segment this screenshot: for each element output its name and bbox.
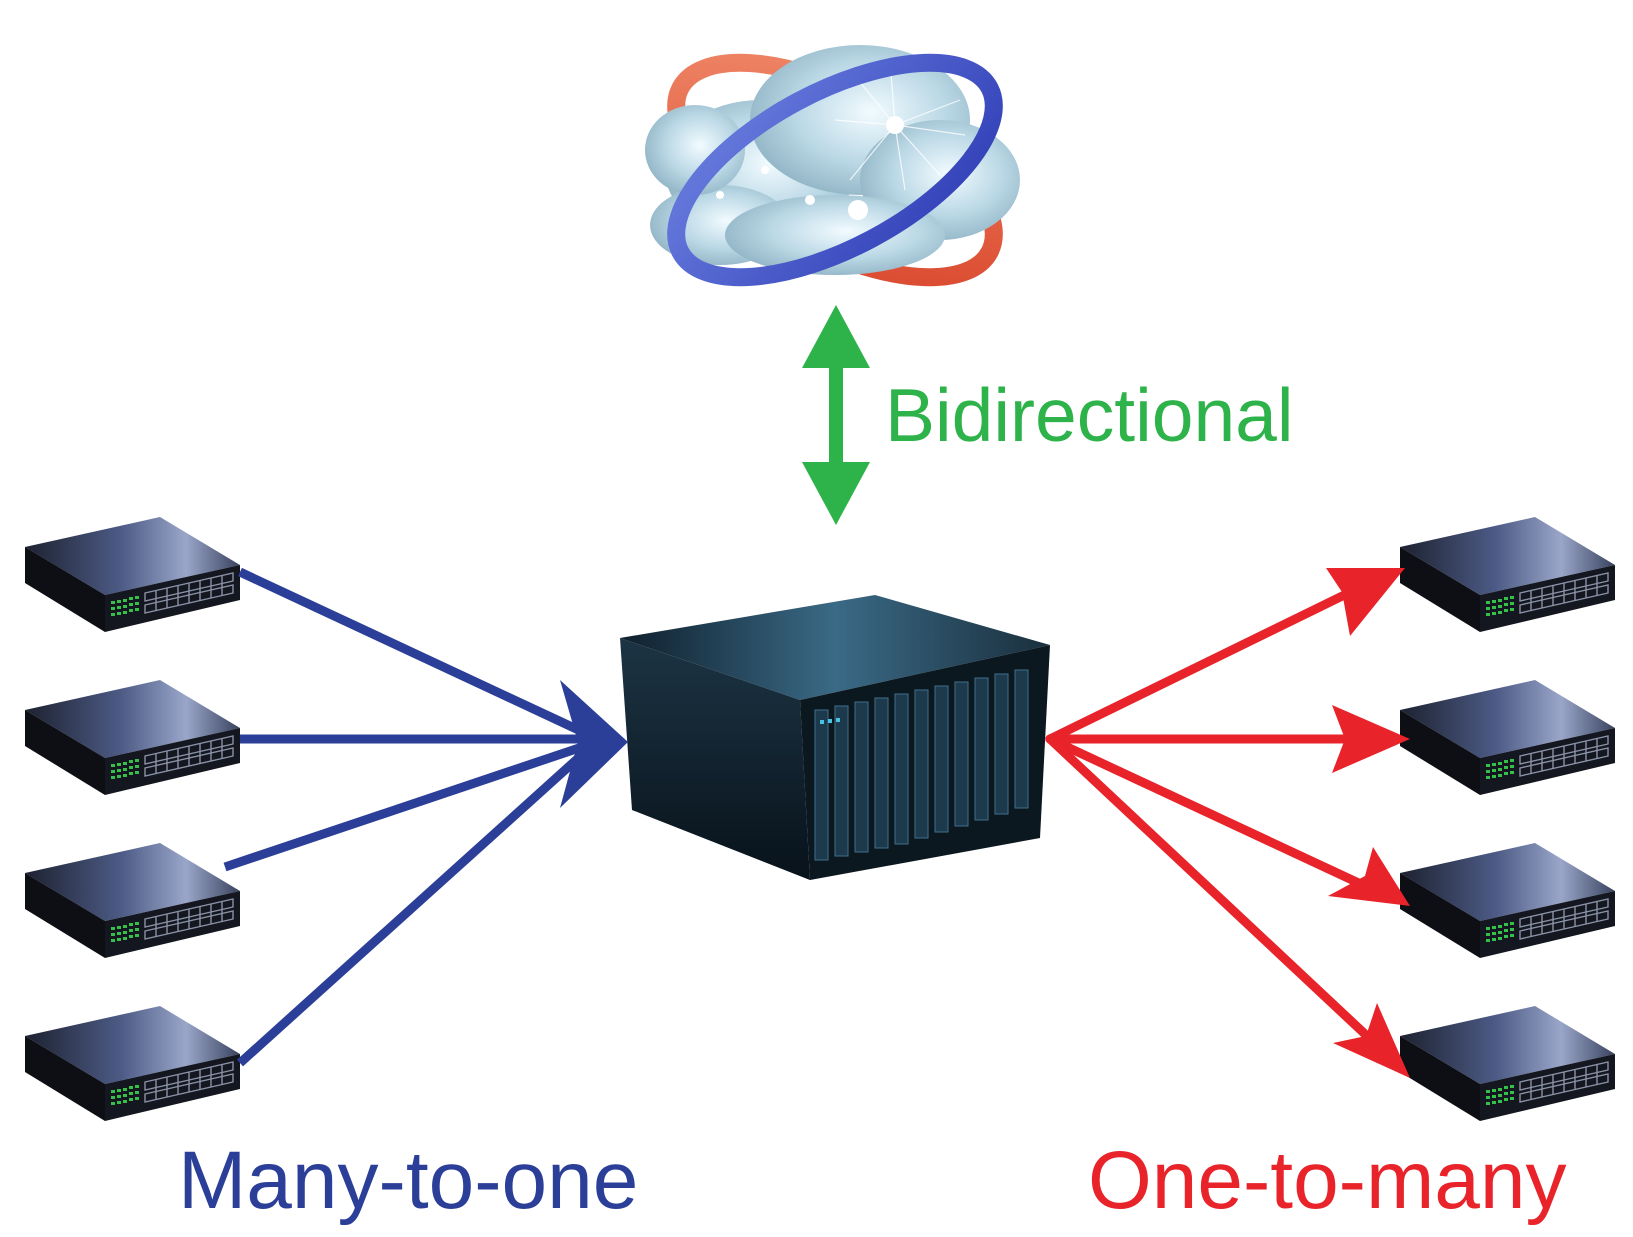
network-switch-icon	[1400, 1006, 1615, 1121]
network-switch-icon	[25, 843, 240, 958]
bidirectional-label: Bidirectional	[885, 373, 1294, 457]
many-to-one-label: Many-to-one	[178, 1135, 639, 1226]
network-switch-icon	[1400, 517, 1615, 632]
many-to-one-arrowhead	[560, 680, 628, 808]
server-icon	[620, 595, 1050, 880]
bidirectional-arrow	[802, 305, 870, 525]
many-to-one-arrows	[223, 567, 589, 1067]
network-switch-icon	[25, 680, 240, 795]
network-switch-icon	[1400, 843, 1615, 958]
one-to-many-arrows	[1045, 575, 1387, 1055]
network-switch-icon	[25, 517, 240, 632]
cloud-icon	[645, 45, 1020, 287]
one-to-many-label: One-to-many	[1088, 1135, 1567, 1226]
network-switch-icon	[1400, 680, 1615, 795]
network-switch-icon	[25, 1006, 240, 1121]
one-to-many-arrowheads	[1326, 568, 1410, 1078]
